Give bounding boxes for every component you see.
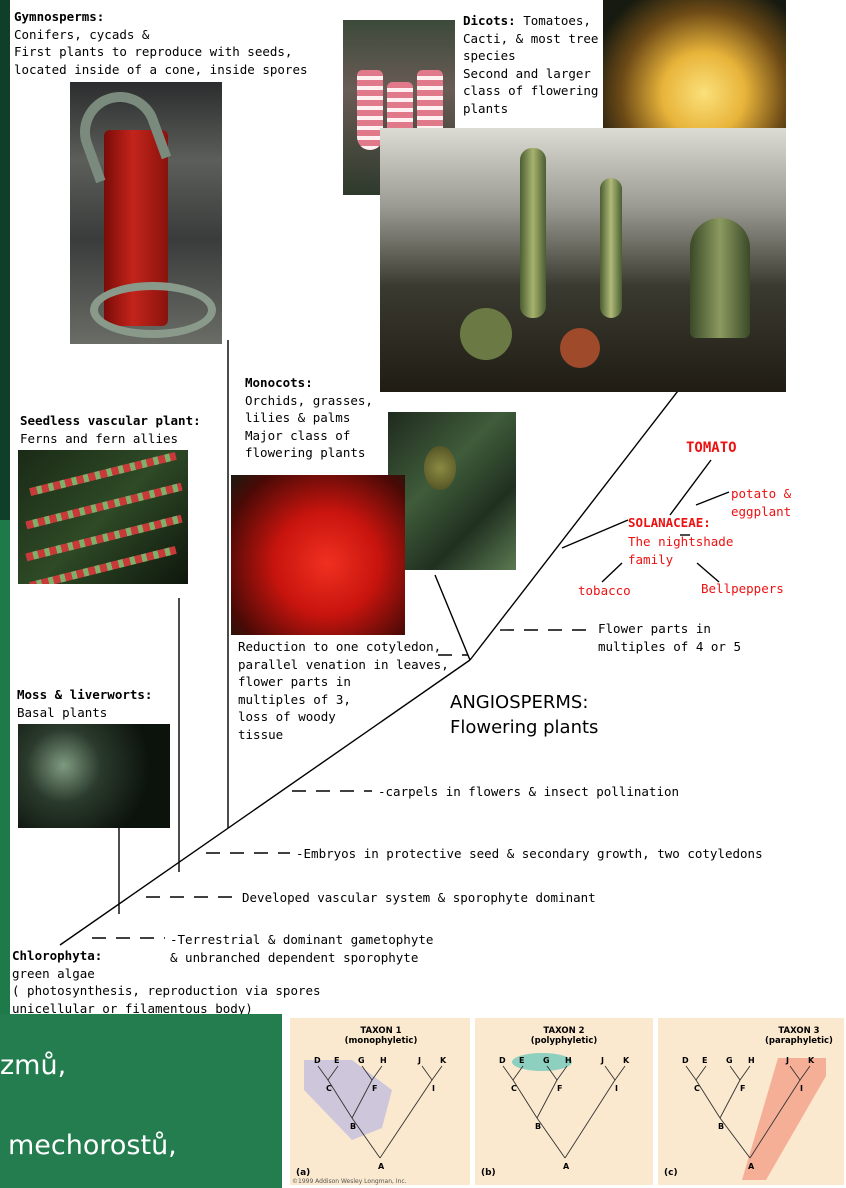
monocots-label: Monocots: Orchids, grasses, lilies & pal… [245, 375, 373, 461]
moss-photo [18, 724, 170, 828]
chlorophyta-label: Chlorophyta: green algae ( photosynthesi… [12, 948, 321, 1016]
slide-background [0, 1014, 282, 1188]
tomato-label: TOMATO [686, 440, 737, 456]
seedless-desc: Ferns and fern allies [20, 430, 179, 446]
gymnosperms-desc: Conifers, cycads & First plants to repro… [14, 26, 308, 77]
monocot-traits: Reduction to one cotyledon, parallel ven… [238, 639, 449, 742]
gymnosperm-photo [70, 82, 222, 344]
taxon-2-title: TAXON 2 (polyphyletic) [530, 1026, 598, 1046]
slide-line-2: mechorostů, [8, 1130, 177, 1161]
moss-label: Moss & liverworts: Basal plants [17, 687, 153, 720]
terrestrial-trait: -Terrestrial & dominant gametophyte & un… [170, 932, 434, 965]
monocots-desc: Orchids, grasses, lilies & palms Major c… [245, 392, 373, 461]
dicots-label: Dicots: Tomatoes, Cacti, & most tree spe… [463, 13, 599, 116]
taxon-1-title: TAXON 1 (monophyletic) [344, 1026, 418, 1046]
panel-b-letter: (b) [481, 1168, 496, 1178]
bellpeppers-label: Bellpeppers [701, 581, 784, 596]
solanaceae-label: SOLANACEAE: [628, 515, 711, 530]
tree-trunk [59, 659, 471, 946]
amaryllis-photo [231, 475, 405, 635]
gymnosperms-label: Gymnosperms: Conifers, cycads & First pl… [14, 9, 308, 77]
cacti-photo [380, 128, 786, 392]
taxon-3-title: TAXON 3 (paraphyletic) [765, 1026, 833, 1046]
vascular-trait: Developed vascular system & sporophyte d… [242, 890, 596, 905]
solanaceae-link [561, 519, 629, 549]
slide-line-1: zmů, [0, 1050, 67, 1081]
seedless-label: Seedless vascular plant: Ferns and fern … [20, 413, 201, 446]
panel-c-letter: (c) [664, 1168, 678, 1178]
dicots-desc: Tomatoes, Cacti, & most tree species Sec… [463, 13, 599, 116]
monocot-branch [434, 574, 471, 661]
copyright-text: ©1999 Addison Wesley Longman, Inc. [292, 1178, 407, 1185]
embryos-trait: -Embryos in protective seed & secondary … [296, 846, 763, 861]
phylogeny-tree [59, 340, 730, 946]
panel-a-letter: (a) [296, 1168, 311, 1178]
chlorophyta-desc: green algae ( photosynthesis, reproducti… [12, 965, 321, 1016]
carpels-trait: -carpels in flowers & insect pollination [378, 784, 680, 799]
moss-desc: Basal plants [17, 704, 108, 720]
fern-photo [18, 450, 188, 584]
nightshade-label: The nightshade family [628, 534, 734, 567]
flower-parts-label: Flower parts in multiples of 4 or 5 [598, 621, 741, 654]
dicot-branch [469, 364, 699, 661]
pineapple-photo [388, 412, 516, 570]
potato-label: potato & eggplant [731, 486, 792, 519]
tobacco-label: tobacco [578, 583, 631, 598]
angiosperms-label: ANGIOSPERMS: Flowering plants [450, 692, 599, 738]
left-green-strip [0, 0, 10, 1014]
